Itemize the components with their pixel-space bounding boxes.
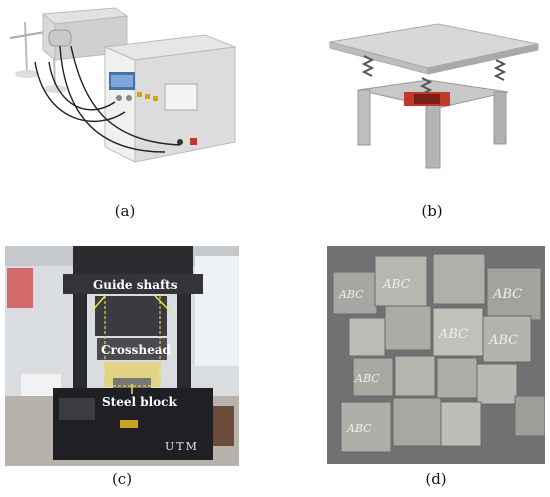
caption-b: (b) (421, 202, 443, 220)
cables (34, 45, 181, 153)
utm-machine (53, 246, 213, 460)
caption-d: (d) (425, 470, 447, 488)
specimen-mark: ABC (382, 277, 410, 291)
window (195, 256, 239, 366)
label-utm: UTM (165, 440, 199, 453)
specimen-mark: ABC (354, 372, 380, 385)
radiator (21, 374, 61, 396)
panel-d-image: ABC ABC ABC ABC ABC ABC ABC (327, 246, 545, 464)
specimen-mark: ABC (488, 333, 518, 348)
testing-device (103, 34, 237, 163)
caption-a: (a) (114, 202, 136, 220)
specimen-mark: ABC (438, 327, 468, 342)
label-guide-shafts: Guide shafts (93, 278, 178, 292)
specimen-mark: ABC (338, 288, 364, 301)
crosshead (97, 338, 167, 360)
transducer (48, 29, 72, 47)
vibration-table (329, 23, 539, 169)
panel-c-image: Guide shafts Crosshead Steel block UTM (5, 246, 239, 466)
label-crosshead: Crosshead (101, 343, 172, 357)
wall-poster (7, 268, 33, 308)
specimen-mark: ABC (346, 422, 372, 435)
panel-b-image (318, 20, 543, 180)
specimen-group (332, 253, 545, 453)
panel-a-image (5, 2, 245, 192)
specimen-mark: ABC (492, 287, 522, 302)
label-steel-block: Steel block (102, 395, 177, 409)
caption-c: (c) (111, 470, 133, 488)
